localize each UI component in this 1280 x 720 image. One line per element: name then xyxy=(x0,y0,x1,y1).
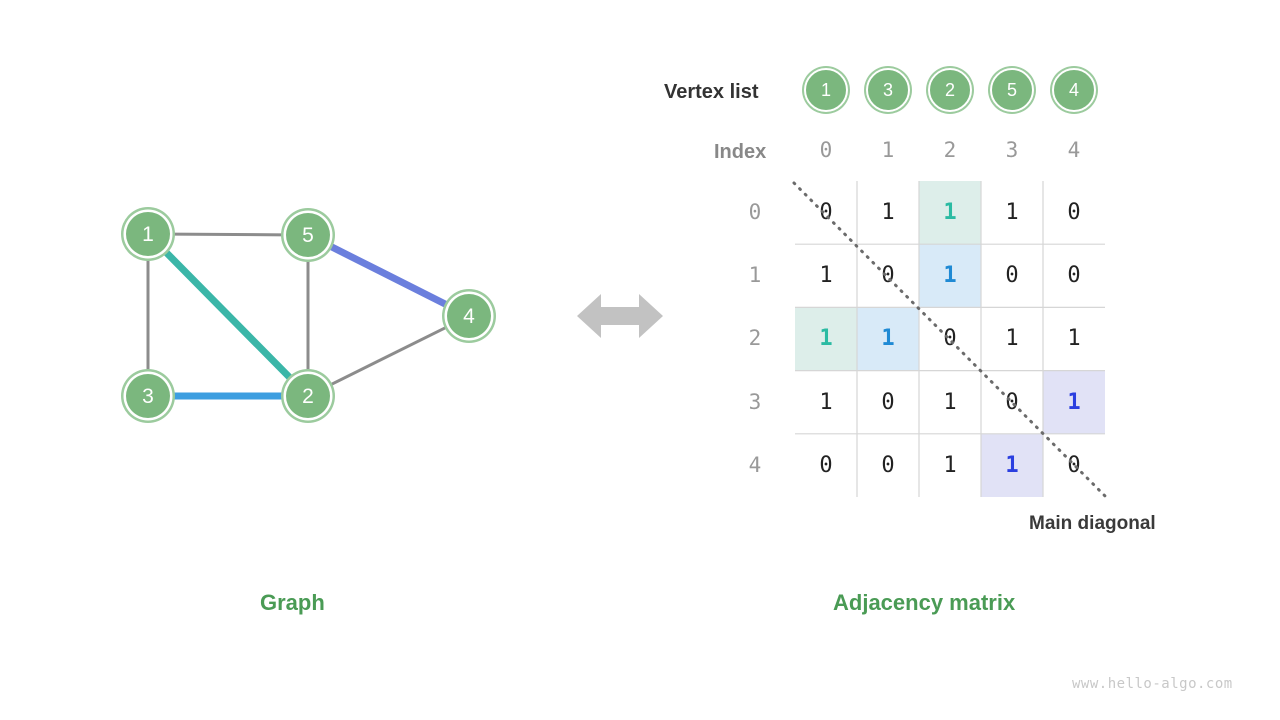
matrix-cell-4-4[interactable]: 0 xyxy=(1067,452,1081,478)
row-index-0: 0 xyxy=(748,200,762,224)
graph-edge-1-2 xyxy=(162,248,294,382)
matrix-cell-3-2[interactable]: 1 xyxy=(943,389,957,415)
matrix-cell-0-3[interactable]: 1 xyxy=(1005,200,1019,226)
graph-node-label: 3 xyxy=(142,385,154,408)
graph-node-label: 5 xyxy=(302,224,314,247)
graph-edge-5-4 xyxy=(327,242,450,309)
vertex-chip-2[interactable]: 2 xyxy=(928,68,972,112)
graph-node-3[interactable]: 3 xyxy=(121,369,175,423)
matrix-cell-1-0[interactable]: 1 xyxy=(819,263,833,289)
column-index-row: 0 1 2 3 4 xyxy=(795,138,1105,166)
matrix-cell-0-2[interactable]: 1 xyxy=(919,181,981,245)
row-index-1: 1 xyxy=(748,263,762,288)
column-index-0: 0 xyxy=(819,138,833,162)
graph-node-5[interactable]: 5 xyxy=(281,208,335,262)
row-index-2: 2 xyxy=(748,326,762,351)
graph-caption: Graph xyxy=(260,590,325,615)
matrix-cell-4-0[interactable]: 0 xyxy=(819,452,833,478)
matrix-cell-1-1[interactable]: 0 xyxy=(881,263,895,289)
matrix-cell-4-1[interactable]: 0 xyxy=(881,452,895,478)
column-index-4: 4 xyxy=(1067,138,1081,162)
row-index-4: 4 xyxy=(748,452,762,477)
matrix-cell-2-2[interactable]: 0 xyxy=(943,326,957,352)
graph-edge-1-5 xyxy=(171,232,285,237)
matrix-cell-2-0[interactable]: 1 xyxy=(795,307,857,371)
bidirectional-arrow-icon xyxy=(577,294,663,338)
matrix-cell-3-0[interactable]: 1 xyxy=(819,389,833,415)
graph-node-label: 4 xyxy=(463,305,475,328)
vertex-list-label: Vertex list xyxy=(664,81,759,103)
column-index-3: 3 xyxy=(1005,138,1019,162)
graph-node-2[interactable]: 2 xyxy=(281,369,335,423)
matrix-cell-0-4[interactable]: 0 xyxy=(1067,200,1081,226)
matrix-cell-3-3[interactable]: 0 xyxy=(1005,389,1019,415)
graph-visualization: 1 5 4 3 2 xyxy=(121,207,496,423)
watermark: www.hello-algo.com xyxy=(1072,676,1233,692)
matrix-cell-0-1[interactable]: 1 xyxy=(881,200,895,226)
matrix-cell-1-3[interactable]: 0 xyxy=(1005,263,1019,289)
main-diagonal-label: Main diagonal xyxy=(1029,513,1156,534)
matrix-cell-3-1[interactable]: 0 xyxy=(881,389,895,415)
vertex-chip-4[interactable]: 4 xyxy=(1052,68,1096,112)
matrix-cell-2-4[interactable]: 1 xyxy=(1067,326,1081,352)
graph-edge-2-4 xyxy=(328,325,449,387)
matrix-cell-4-3[interactable]: 1 xyxy=(981,433,1043,497)
matrix-cell-1-2[interactable]: 1 xyxy=(919,244,981,308)
graph-node-label: 2 xyxy=(302,385,314,408)
index-label: Index xyxy=(714,141,767,163)
column-index-1: 1 xyxy=(881,138,895,162)
vertex-chip-3[interactable]: 3 xyxy=(866,68,910,112)
vertex-chip-5[interactable]: 5 xyxy=(990,68,1034,112)
matrix-cell-2-1[interactable]: 1 xyxy=(857,307,919,371)
matrix-cell-1-4[interactable]: 0 xyxy=(1067,263,1081,289)
matrix-cell-4-2[interactable]: 1 xyxy=(943,452,957,478)
matrix-cell-2-3[interactable]: 1 xyxy=(1005,326,1019,352)
vertex-chip-1[interactable]: 1 xyxy=(804,68,848,112)
adjacency-matrix-caption: Adjacency matrix xyxy=(833,590,1016,615)
row-index-3: 3 xyxy=(748,389,762,414)
graph-node-label: 1 xyxy=(142,223,154,246)
graph-node-4[interactable]: 4 xyxy=(442,289,496,343)
column-index-2: 2 xyxy=(943,138,957,162)
row-index-column: 0 1 2 3 4 xyxy=(725,181,785,497)
graph-node-1[interactable]: 1 xyxy=(121,207,175,261)
matrix-cell-3-4[interactable]: 1 xyxy=(1043,370,1105,434)
matrix-cell-0-0[interactable]: 0 xyxy=(819,200,833,226)
